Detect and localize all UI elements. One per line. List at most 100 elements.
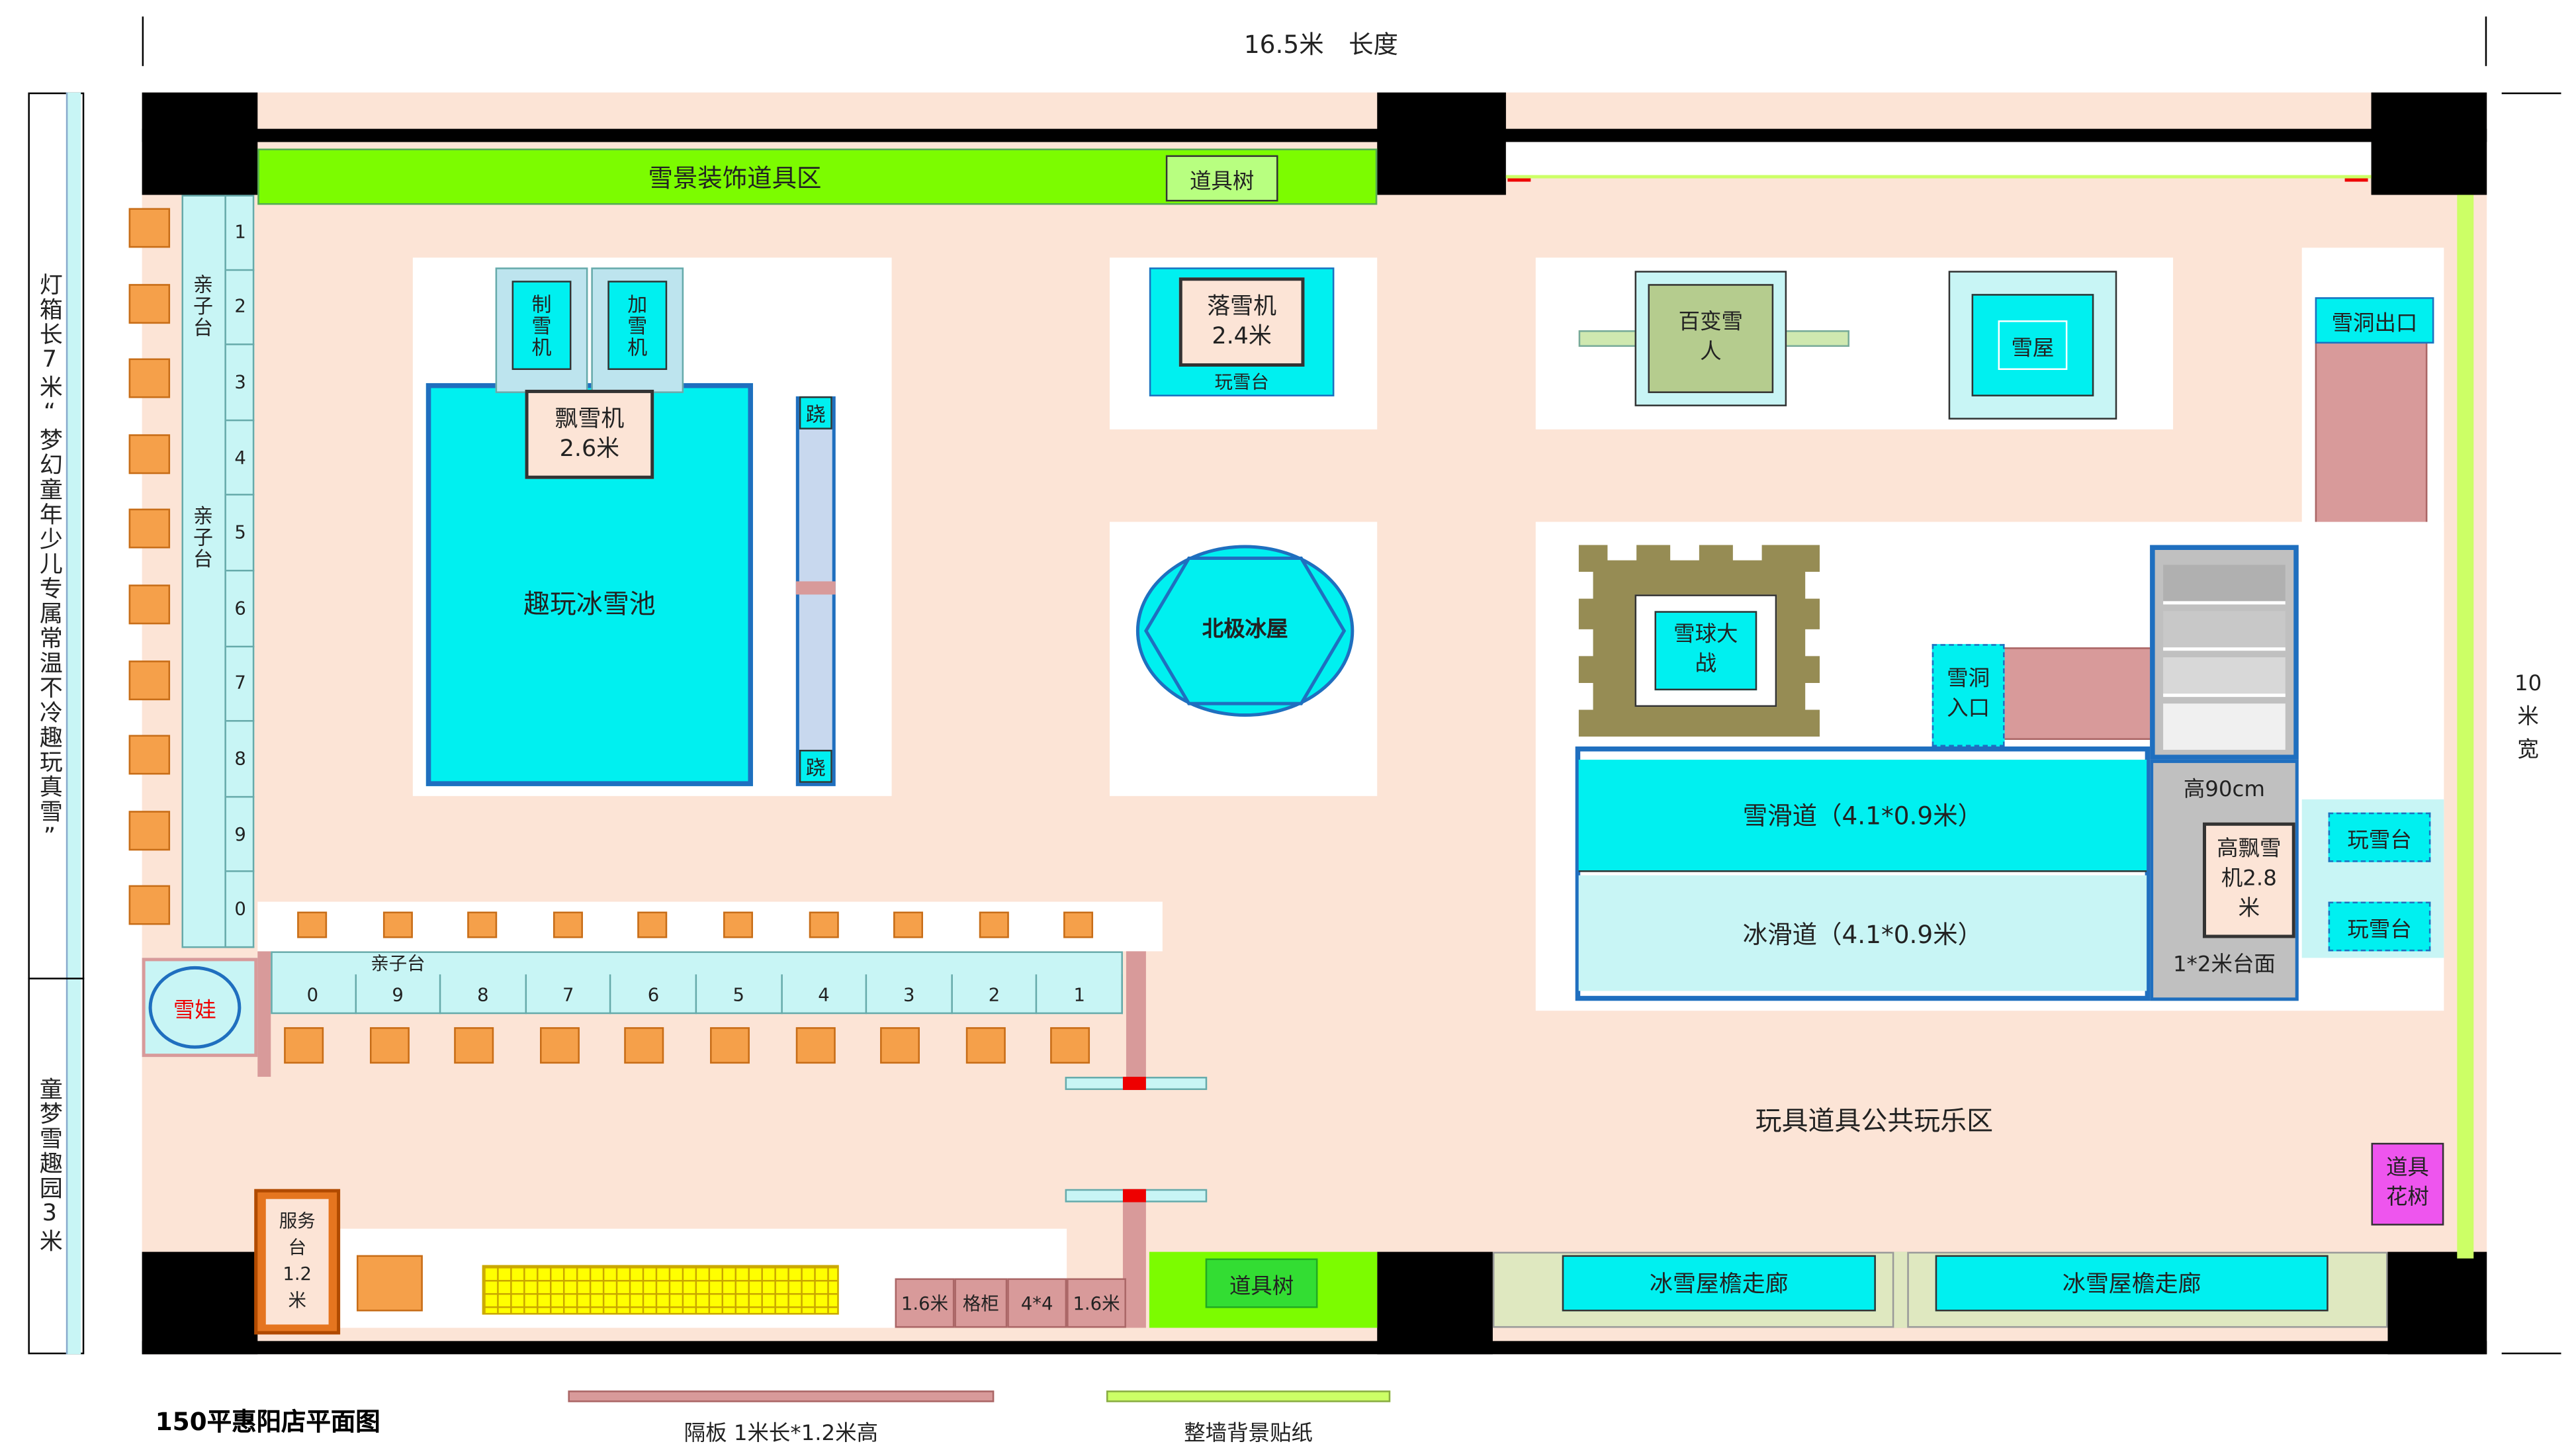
stair-step-2 [2163, 611, 2286, 651]
bottom-seat-upper [979, 911, 1009, 938]
machine-a: 制雪机 [511, 281, 572, 370]
bottom-seat-lower [625, 1027, 665, 1064]
bottom-shelf-2: 格柜 [954, 1278, 1008, 1328]
left-seat [128, 885, 171, 926]
bottom-shelf-3: 4*4 [1007, 1278, 1067, 1328]
legend-wallpaper-swatch [1106, 1390, 1391, 1402]
corridor-divider [1892, 1251, 1909, 1328]
platform-label: 1*2米台面 [2173, 952, 2276, 977]
play-snow-table-top: 玩雪台 [1214, 371, 1269, 393]
play-snow-table-2: 玩雪台 [2328, 901, 2431, 952]
snow-cave-entry: 雪洞入口 [1932, 644, 2005, 747]
partition-t-top-red [1122, 1077, 1146, 1091]
side-panel-bottom-text: 童梦雪趣园3米 [36, 1075, 63, 1253]
bottom-number-cell: 7 [527, 974, 612, 1015]
snow-house: 雪屋 [1998, 320, 2068, 370]
stair-step-3 [2163, 657, 2286, 698]
bottom-seat-upper [553, 911, 583, 938]
arctic-hexagon [1143, 556, 1347, 705]
side-panel-divider [28, 977, 85, 979]
corridor-1: 冰雪屋檐走廊 [1562, 1255, 1876, 1312]
legend-partition: 隔板 1米长*1.2米高 [684, 1421, 879, 1446]
seesaw-bottom: 跷 [799, 749, 832, 783]
bottom-seat-lower [369, 1027, 409, 1064]
bottom-seat-lower [880, 1027, 920, 1064]
bottom-seat-upper [893, 911, 924, 938]
bottom-seat-lower [539, 1027, 580, 1064]
stair-step-4 [2163, 703, 2286, 750]
wall-top [142, 128, 2487, 142]
left-number-cell: 6 [226, 571, 255, 647]
bottom-number-cell: 3 [867, 974, 953, 1015]
bottom-number-cell: 1 [1038, 974, 1123, 1015]
high-float-machine: 高飘雪机2.8米 [2202, 822, 2295, 938]
dim-line-left [142, 16, 144, 66]
left-number-cell: 0 [226, 873, 255, 948]
bottom-seat-upper [808, 911, 838, 938]
seesaw-mid [795, 581, 836, 595]
parent-table-label-2: 亲子台 [191, 504, 214, 569]
left-number-cell: 3 [226, 345, 255, 421]
service-seat [357, 1255, 423, 1312]
left-number-cell: 2 [226, 270, 255, 346]
bottom-seat-upper [382, 911, 412, 938]
play-snow-table-1: 玩雪台 [2328, 812, 2431, 862]
bottom-seat-lower [454, 1027, 494, 1064]
left-number-cell: 4 [226, 421, 255, 496]
pillar-bottom-right [2387, 1251, 2487, 1355]
slide-frame [1575, 746, 2151, 1001]
parent-table-label-3: 亲子台 [371, 952, 425, 975]
service-desk-inner: 服务台1.2米 [265, 1199, 329, 1325]
bottom-shelf-1: 1.6米 [895, 1278, 955, 1328]
bottom-number-cell: 4 [782, 974, 867, 1015]
dim-line-right [2485, 16, 2487, 66]
snow-props-label: 雪景装饰道具区 [648, 162, 822, 193]
arctic-house: 北极冰屋 [1202, 617, 1288, 643]
float-snow-machine: 飘雪机2.6米 [525, 389, 654, 479]
bottom-number-cell: 2 [952, 974, 1038, 1015]
left-seat [128, 735, 171, 775]
bottom-number-cell: 0 [271, 974, 357, 1015]
bottom-seat-upper [723, 911, 753, 938]
snow-doll: 雪娃 [148, 966, 242, 1049]
cave-tunnel-horizontal [2001, 647, 2154, 740]
side-panel [28, 92, 85, 1355]
snow-pool: 趣玩冰雪池 [425, 383, 753, 786]
side-panel-top-text: 灯箱长7米“梦幻童年少儿专属常温不冷趣玩真雪” [36, 271, 63, 852]
legend-partition-swatch [568, 1390, 995, 1402]
ice-slide: 冰滑道（4.1*0.9米） [1578, 875, 2147, 991]
side-panel-strip [66, 92, 81, 1355]
left-seat [128, 810, 171, 850]
bottom-parent-table-strip [271, 951, 1123, 1015]
snow-slide: 雪滑道（4.1*0.9米） [1578, 759, 2147, 872]
dim-tick-bottom [2501, 1352, 2561, 1355]
bottom-seat-upper [297, 911, 328, 938]
bottom-shelf-4: 1.6米 [1067, 1278, 1126, 1328]
partition-t-bottom-red [1122, 1189, 1146, 1202]
left-strip-divider [224, 195, 226, 948]
variety-snowman: 百变雪人 [1648, 284, 1774, 393]
bottom-seat-upper [638, 911, 668, 938]
bottom-number-cell: 8 [441, 974, 527, 1015]
bottom-number-cell: 9 [356, 974, 441, 1015]
left-seat [128, 509, 171, 549]
bottom-seat-lower [284, 1027, 324, 1064]
pillar-top-mid [1377, 92, 1506, 195]
bottom-seat-lower [710, 1027, 750, 1064]
left-seat [128, 283, 171, 324]
partition-lower-vertical [1122, 1202, 1146, 1328]
left-number-cell: 5 [226, 496, 255, 572]
left-number-cell: 8 [226, 722, 255, 797]
high-90: 高90cm [2183, 777, 2266, 802]
bottom-seat-lower [795, 1027, 835, 1064]
left-number-cell: 9 [226, 797, 255, 873]
left-seat [128, 358, 171, 398]
left-parent-table-strip [181, 195, 255, 948]
snowfall-machine: 落雪机2.4米 [1178, 277, 1305, 367]
machine-b: 加雪机 [607, 281, 668, 370]
dim-tick-top [2501, 92, 2561, 95]
left-seat [128, 584, 171, 625]
bottom-seat-upper [467, 911, 498, 938]
snow-cave-exit: 雪洞出口 [2315, 297, 2434, 344]
corridor-2: 冰雪屋檐走廊 [1935, 1255, 2329, 1312]
